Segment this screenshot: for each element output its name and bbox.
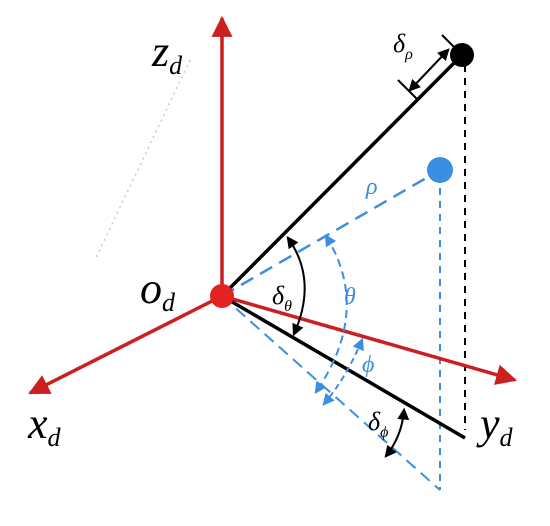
delta-theta-label: δθ [272,281,292,315]
delta-rho-arrow [408,48,450,92]
y-axis [221,294,518,385]
origin-label-main: o [140,264,162,313]
delta-rho-label-main: δ [393,29,406,58]
y-axis-label-main: y [476,399,500,448]
delta-theta-label-main: δ [272,281,285,310]
delta-phi-label-main: δ [368,407,381,436]
origin-label-sub: d [162,288,176,317]
delta-phi-arc [384,407,410,458]
theta-label: θ [344,284,356,310]
theta-arc [314,233,348,394]
delta-rho-label-sub: ρ [404,46,413,63]
true-rho-vector [221,168,441,298]
delta-theta-arc [286,236,306,337]
delta-theta-label-sub: θ [284,298,292,315]
z-axis-label-sub: d [169,51,183,80]
phi-label: ϕ [362,352,374,378]
y-axis-label-sub: d [500,423,514,452]
x-axis [28,294,223,395]
blue-projection-line [221,295,441,491]
x-axis-label-main: x [27,399,48,448]
x-axis-label-sub: d [48,423,62,452]
x-axis-label: xd [27,399,62,452]
y-axis-label: yd [476,399,514,452]
origin-label: od [140,264,176,317]
delta-phi-label: δϕ [368,407,388,441]
measured-point [450,43,474,67]
origin-point [210,284,234,308]
z-axis-label-main: z [151,27,169,76]
z-axis-label: zd [151,27,183,80]
measured-projection-line [221,294,466,440]
true-point [427,157,453,183]
delta-rho-tick-bottom [397,79,419,101]
delta-rho-label: δρ [393,29,413,63]
measured-rho-vector [220,53,464,298]
faint-guide-line [94,59,191,261]
rho-label: ρ [365,174,378,200]
phi-arc [322,337,364,406]
delta-phi-label-sub: ϕ [380,424,388,441]
